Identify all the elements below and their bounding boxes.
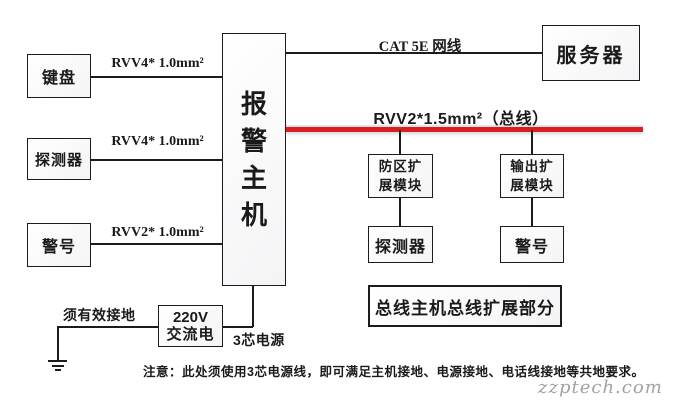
zone-module-drop-line [399, 130, 401, 154]
ground-vline [57, 326, 59, 361]
zone-module-label: 防区扩展模块 [378, 159, 423, 193]
keyboard-box: 键盘 [27, 54, 91, 98]
siren-wire-label: RVV2* 1.0mm² [111, 225, 204, 240]
bottom-note: 注意：此处须使用3芯电源线，即可满足主机接地、电源接地、电话线接地等共地要求。 [143, 365, 645, 379]
server-label: 服务器 [556, 44, 626, 67]
siren-box: 警号 [27, 223, 91, 267]
detector-box: 探测器 [27, 138, 91, 180]
ground-symbol-bar1 [48, 360, 67, 363]
zone-module-device-line [399, 197, 401, 227]
host-power-vline [252, 286, 254, 327]
output-module-label: 输出扩展模块 [510, 159, 554, 193]
bus-section-label: 总线主机总线扩展部分 [375, 298, 555, 318]
keyboard-wire-line [91, 76, 222, 78]
ground-hline [57, 326, 158, 328]
cat5-cable-line [286, 52, 543, 54]
bus-line [286, 127, 643, 132]
power-box: 220V 交流电 [158, 305, 223, 347]
keyboard-wire-label: RVV4* 1.0mm² [111, 56, 204, 71]
bus-siren-label: 警号 [514, 238, 549, 256]
bus-section-box: 总线主机总线扩展部分 [368, 285, 562, 327]
bus-detector-box: 探测器 [368, 226, 433, 263]
siren-label: 警号 [41, 239, 76, 256]
server-box: 服务器 [542, 25, 640, 81]
bus-siren-box: 警号 [500, 226, 564, 263]
output-module-box: 输出扩展模块 [500, 154, 564, 198]
cat5-cable-label: CAT 5E 网线 [378, 39, 462, 55]
ground-symbol-bar3 [55, 369, 61, 372]
bus-detector-label: 探测器 [374, 238, 426, 256]
output-module-device-line [531, 197, 533, 227]
keyboard-label: 键盘 [41, 70, 76, 87]
power-cord-label: 3芯电源 [233, 332, 285, 348]
bus-label: RVV2*1.5mm²（总线） [373, 111, 549, 128]
ground-requirement-label: 须有效接地 [63, 307, 136, 323]
detector-wire-line [91, 159, 222, 161]
detector-wire-label: RVV4* 1.0mm² [111, 134, 204, 149]
detector-label: 探测器 [34, 151, 83, 169]
output-module-drop-line [531, 130, 533, 154]
watermark: zzptech.com [538, 377, 663, 398]
power-ac-label: 交流电 [166, 326, 215, 343]
alarm-host-label: 报警主机 [240, 88, 267, 230]
zone-module-box: 防区扩展模块 [368, 154, 433, 198]
power-voltage-label: 220V [172, 309, 209, 326]
host-power-hline [223, 326, 253, 328]
siren-wire-line [91, 243, 222, 245]
ground-symbol-bar2 [52, 364, 64, 367]
alarm-host-box: 报警主机 [222, 33, 286, 286]
